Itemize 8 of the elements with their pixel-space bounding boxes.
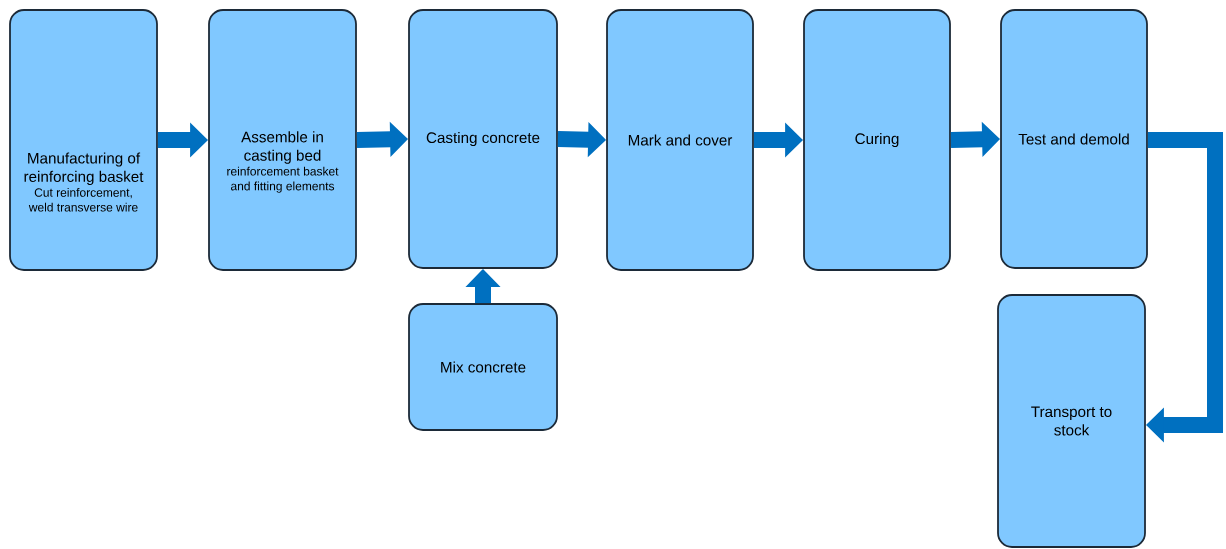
- process-box: Test and demold: [1000, 9, 1148, 269]
- process-box: Casting concrete: [408, 9, 558, 269]
- process-box: Curing: [803, 9, 951, 271]
- process-box: Mark and cover: [606, 9, 754, 271]
- process-box: Manufacturing of reinforcing basket Cut reinforcement, weld transverse wire: [9, 9, 158, 271]
- process-box: Mix concrete: [408, 303, 558, 431]
- process-box: Transport to stock: [997, 294, 1146, 548]
- process-box: Assemble in casting bed reinforcement basket and fitting elements: [208, 9, 357, 271]
